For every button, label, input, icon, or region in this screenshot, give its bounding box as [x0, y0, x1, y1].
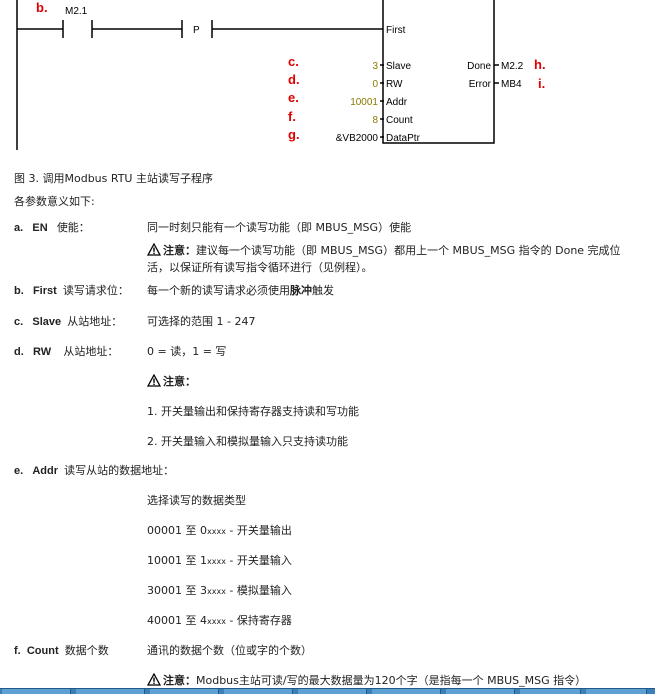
addr-type-item: 40001 至 4xxxx - 保持寄存器: [147, 614, 292, 627]
taskbar-button[interactable]: [446, 689, 515, 694]
param-en-desc: 同一时刻只能有一个读写功能（即 MBUS_MSG）使能: [147, 221, 412, 234]
pin-first: First: [386, 25, 406, 36]
addr-value: 10001: [350, 97, 378, 108]
taskbar-button[interactable]: [520, 689, 581, 694]
contact-label: M2.1: [65, 6, 88, 17]
dataptr-value: &VB2000: [336, 133, 379, 144]
callout-g: g.: [288, 127, 300, 142]
error-pin: Error: [469, 79, 492, 90]
note-rw: 注意：: [146, 373, 196, 390]
warning-icon: [146, 242, 162, 259]
param-slave-label: c. Slave 从站地址：: [14, 316, 123, 328]
param-en-label: a. EN 使能：: [14, 222, 90, 234]
rw-value: 0: [372, 79, 378, 90]
taskbar: [0, 688, 655, 694]
figure-caption: 图 3. 调用Modbus RTU 主站读写子程序: [14, 172, 213, 185]
note-en-line2: 活，以保证所有读写指令循环进行（见例程）。: [147, 261, 373, 274]
taskbar-button[interactable]: [372, 689, 441, 694]
warning-icon: [146, 672, 162, 689]
param-first-label: b. First 读写请求位：: [14, 285, 129, 297]
note-rw-item-2: 2. 开关量输入和模拟量输入只支持读功能: [147, 435, 348, 448]
note-en: 注意：建议每一个读写功能（即 MBUS_MSG）都用上一个 MBUS_MSG 指…: [146, 242, 621, 259]
rw-pin: RW: [386, 79, 403, 90]
done-pin: Done: [467, 61, 491, 72]
taskbar-button[interactable]: [2, 689, 71, 694]
callout-f: f.: [288, 109, 296, 124]
addr-type-item: 10001 至 1xxxx - 开关量输入: [147, 554, 292, 567]
callout-d: d.: [288, 72, 300, 87]
param-count-desc: 通讯的数据个数（位或字的个数）: [147, 644, 312, 657]
taskbar-button[interactable]: [586, 689, 647, 694]
param-addr-label: e. Addr 读写从站的数据地址：: [14, 465, 175, 477]
param-count-label: f. Count 数据个数: [14, 645, 109, 657]
addr-type-item: 00001 至 0xxxx - 开关量输出: [147, 524, 292, 537]
taskbar-button[interactable]: [298, 689, 367, 694]
ladder-diagram: b. M2.1 P First c. d. e. f. g. 3 Slave 0…: [16, 0, 546, 150]
callout-c: c.: [288, 54, 299, 69]
taskbar-button[interactable]: [76, 689, 145, 694]
count-pin: Count: [386, 115, 413, 126]
intro-text: 各参数意义如下:: [14, 195, 95, 208]
dataptr-pin: DataPtr: [386, 133, 421, 144]
note-rw-item-1: 1. 开关量输出和保持寄存器支持读和写功能: [147, 405, 359, 418]
callout-b: b.: [36, 0, 48, 15]
taskbar-button[interactable]: [150, 689, 219, 694]
p-label: P: [193, 25, 200, 36]
callout-i: i.: [538, 76, 545, 91]
slave-pin: Slave: [386, 61, 411, 72]
param-rw-label: d. RW 从站地址：: [14, 346, 119, 358]
error-value: MB4: [501, 79, 522, 90]
done-value: M2.2: [501, 61, 524, 72]
taskbar-button[interactable]: [224, 689, 293, 694]
count-value: 8: [372, 115, 378, 126]
slave-value: 3: [372, 61, 378, 72]
warning-icon: [146, 373, 162, 390]
param-rw-desc: 0 = 读，1 = 写: [147, 345, 227, 358]
note-count: 注意：Modbus主站可读/写的最大数据量为120个字（是指每一个 MBUS_M…: [146, 672, 586, 689]
function-block: [382, 0, 495, 144]
param-addr-desc: 选择读写的数据类型: [147, 494, 246, 507]
callout-e: e.: [288, 90, 299, 105]
param-slave-desc: 可选择的范围 1 - 247: [147, 315, 256, 328]
callout-h: h.: [534, 57, 546, 72]
addr-type-item: 30001 至 3xxxx - 模拟量输入: [147, 584, 292, 597]
addr-pin: Addr: [386, 97, 408, 108]
param-first-desc: 每一个新的读写请求必须使用脉冲触发: [147, 284, 334, 297]
